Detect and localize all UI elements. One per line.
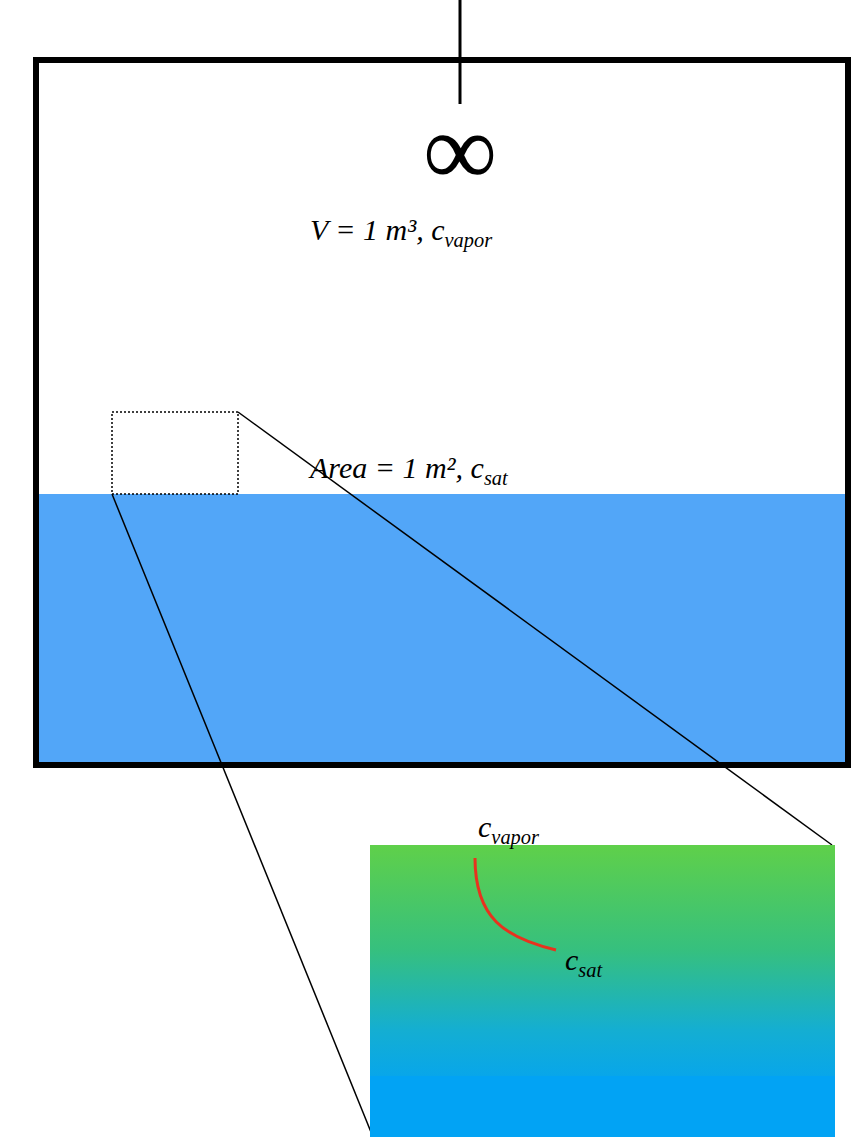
zoom-line (238, 412, 832, 845)
inset-water (370, 1076, 835, 1137)
inset-zoom: cvaporcsat (370, 845, 835, 1137)
stirrer-symbol: ∞ (423, 98, 497, 202)
concentration-profile (475, 858, 556, 950)
area-label: Area = 1 m², csat (310, 450, 508, 491)
stirrer-shaft (459, 0, 462, 104)
water (36, 494, 851, 765)
zoom-line (112, 494, 373, 1137)
tank: ∞ V = 1 m³, cvaporArea = 1 m², csat (33, 57, 851, 768)
volume-label: V = 1 m³, cvapor (310, 212, 492, 253)
vapor-conc-label: cvapor (478, 809, 539, 850)
boundary-layer (370, 845, 835, 1077)
sat-conc-label: csat (565, 942, 602, 983)
zoom-box (112, 412, 238, 494)
